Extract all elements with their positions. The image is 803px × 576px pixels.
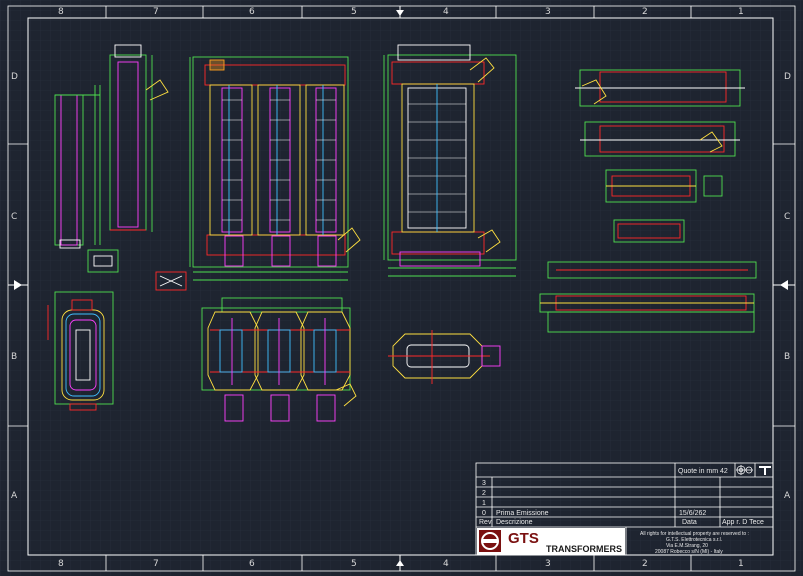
zone-row-right-B: B bbox=[784, 352, 790, 362]
view-long-bars bbox=[539, 261, 757, 333]
header-date: Data bbox=[682, 519, 697, 526]
company-address-street: Via E.M.Strang, 20 bbox=[666, 543, 708, 549]
view-clamp-frames bbox=[575, 69, 745, 157]
zone-col-top-1: 1 bbox=[738, 7, 744, 17]
rev-0-date: 15/6/262 bbox=[679, 510, 706, 517]
zone-col-bottom-8: 8 bbox=[58, 559, 64, 569]
zone-row-left-B: B bbox=[11, 352, 17, 362]
zone-row-left-A: A bbox=[11, 491, 18, 501]
header-approval: App r. D Tece bbox=[722, 519, 764, 526]
zone-col-bottom-2: 2 bbox=[642, 559, 648, 569]
company-name: G.T.S. Elettrotecnica s.r.l. bbox=[666, 537, 722, 543]
zone-col-bottom-1: 1 bbox=[738, 559, 744, 569]
rev-1-number: 1 bbox=[482, 500, 486, 507]
view-brackets bbox=[605, 169, 723, 243]
view-plan bbox=[201, 297, 357, 422]
zone-col-top-7: 7 bbox=[153, 7, 159, 17]
zone-col-top-8: 8 bbox=[58, 7, 64, 17]
company-address-city: 20087 Robecco s/N (MI) - Italy bbox=[655, 549, 723, 555]
outer-border bbox=[7, 5, 796, 572]
zone-row-left-D: D bbox=[11, 72, 18, 82]
view-connection-plate bbox=[388, 330, 501, 384]
header-rev: Rev. bbox=[479, 519, 493, 526]
zone-col-top-5: 5 bbox=[351, 7, 357, 17]
scale-label: Quote in mm bbox=[678, 468, 718, 475]
view-side-elevation bbox=[383, 44, 517, 277]
title-symbol-icon bbox=[759, 466, 771, 475]
rights-notice: All rights for intellectual property are… bbox=[640, 531, 749, 537]
centering-arrows bbox=[8, 6, 795, 571]
zone-row-left-C: C bbox=[11, 212, 17, 222]
view-coil-section bbox=[47, 291, 114, 411]
zone-row-right-D: D bbox=[784, 72, 791, 82]
logo-text: GTS bbox=[508, 530, 539, 547]
header-description: Descrizione bbox=[496, 519, 533, 526]
view-section-marker bbox=[155, 271, 187, 291]
title-block bbox=[475, 462, 774, 556]
zone-row-right-A: A bbox=[784, 491, 791, 501]
rev-0-number: 0 bbox=[482, 510, 486, 517]
view-front-elevation bbox=[189, 56, 361, 281]
zone-col-bottom-6: 6 bbox=[249, 559, 255, 569]
zone-row-right-C: C bbox=[784, 212, 790, 222]
logo-subtext: TRANSFORMERS bbox=[546, 544, 622, 554]
zone-col-bottom-3: 3 bbox=[545, 559, 551, 569]
zone-col-top-6: 6 bbox=[249, 7, 255, 17]
view-side-profile bbox=[54, 44, 169, 273]
zone-col-bottom-4: 4 bbox=[443, 559, 449, 569]
zone-col-top-3: 3 bbox=[545, 7, 551, 17]
rev-3-number: 3 bbox=[482, 480, 486, 487]
zone-col-top-4: 4 bbox=[443, 7, 449, 17]
zone-col-bottom-5: 5 bbox=[351, 559, 357, 569]
rev-0-description: Prima Emissione bbox=[496, 510, 549, 517]
zone-col-bottom-7: 7 bbox=[153, 559, 159, 569]
scale-value: 42 bbox=[720, 468, 728, 475]
zone-ticks bbox=[8, 6, 795, 571]
zone-col-top-2: 2 bbox=[642, 7, 648, 17]
rev-2-number: 2 bbox=[482, 490, 486, 497]
projection-symbol-icon bbox=[736, 465, 753, 475]
gts-logo: GTS TRANSFORMERS bbox=[477, 528, 625, 555]
